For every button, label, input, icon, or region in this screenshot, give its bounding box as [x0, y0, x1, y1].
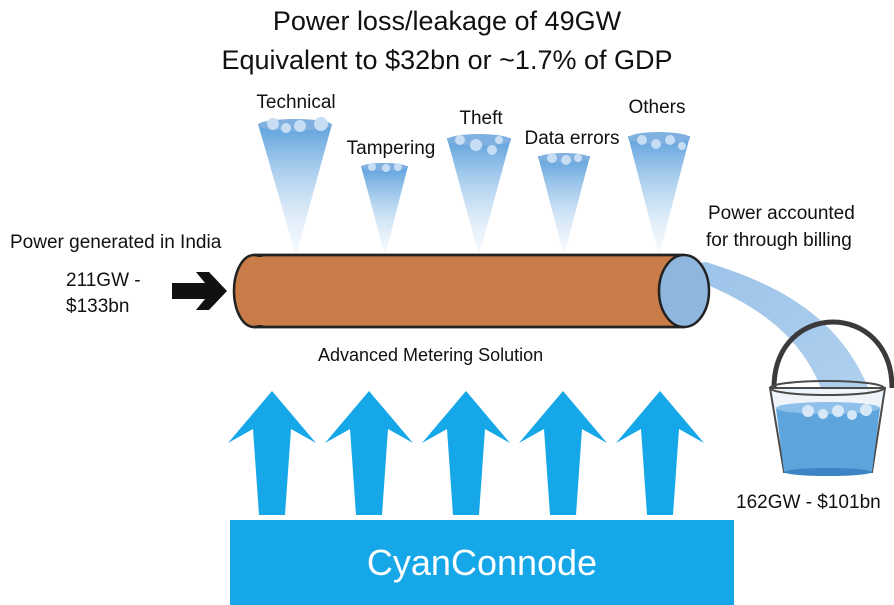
label-technical: Technical: [256, 92, 336, 113]
leak-technical: [258, 117, 332, 256]
leak-theft: [447, 134, 511, 256]
power-pipe: [232, 253, 711, 329]
solution-arrow-icon: [519, 391, 607, 515]
brand-bar: CyanConnode: [230, 520, 734, 605]
billing-label-line-1: Power accounted: [708, 203, 855, 224]
input-value-line-2: $133bn: [66, 296, 130, 317]
leak-data-errors: [538, 153, 590, 256]
label-others: Others: [628, 97, 686, 118]
solution-label: Advanced Metering Solution: [318, 345, 544, 365]
leak-tampering: [361, 163, 408, 256]
leak-others: [628, 132, 690, 256]
title-line-1: Power loss/leakage of 49GW: [272, 6, 622, 36]
solution-arrow-icon: [616, 391, 704, 515]
solution-arrow-icon: [325, 391, 413, 515]
brand-name: CyanConnode: [366, 541, 598, 583]
solution-arrow-icon: [422, 391, 510, 515]
input-arrow-icon: [172, 272, 227, 310]
solution-arrow-icon: [228, 391, 316, 515]
solution-arrows: [228, 391, 704, 515]
bucket-icon: [768, 319, 894, 476]
billing-value: 162GW - $101bn: [736, 492, 881, 513]
label-theft: Theft: [459, 108, 503, 129]
input-label: Power generated in India: [10, 232, 222, 253]
title-line-2: Equivalent to $32bn or ~1.7% of GDP: [221, 45, 673, 75]
billing-stream: [662, 262, 876, 410]
label-data-errors: Data errors: [524, 128, 620, 149]
input-value-line-1: 211GW -: [66, 270, 141, 291]
billing-label-line-2: for through billing: [706, 230, 852, 251]
label-tampering: Tampering: [346, 138, 436, 159]
